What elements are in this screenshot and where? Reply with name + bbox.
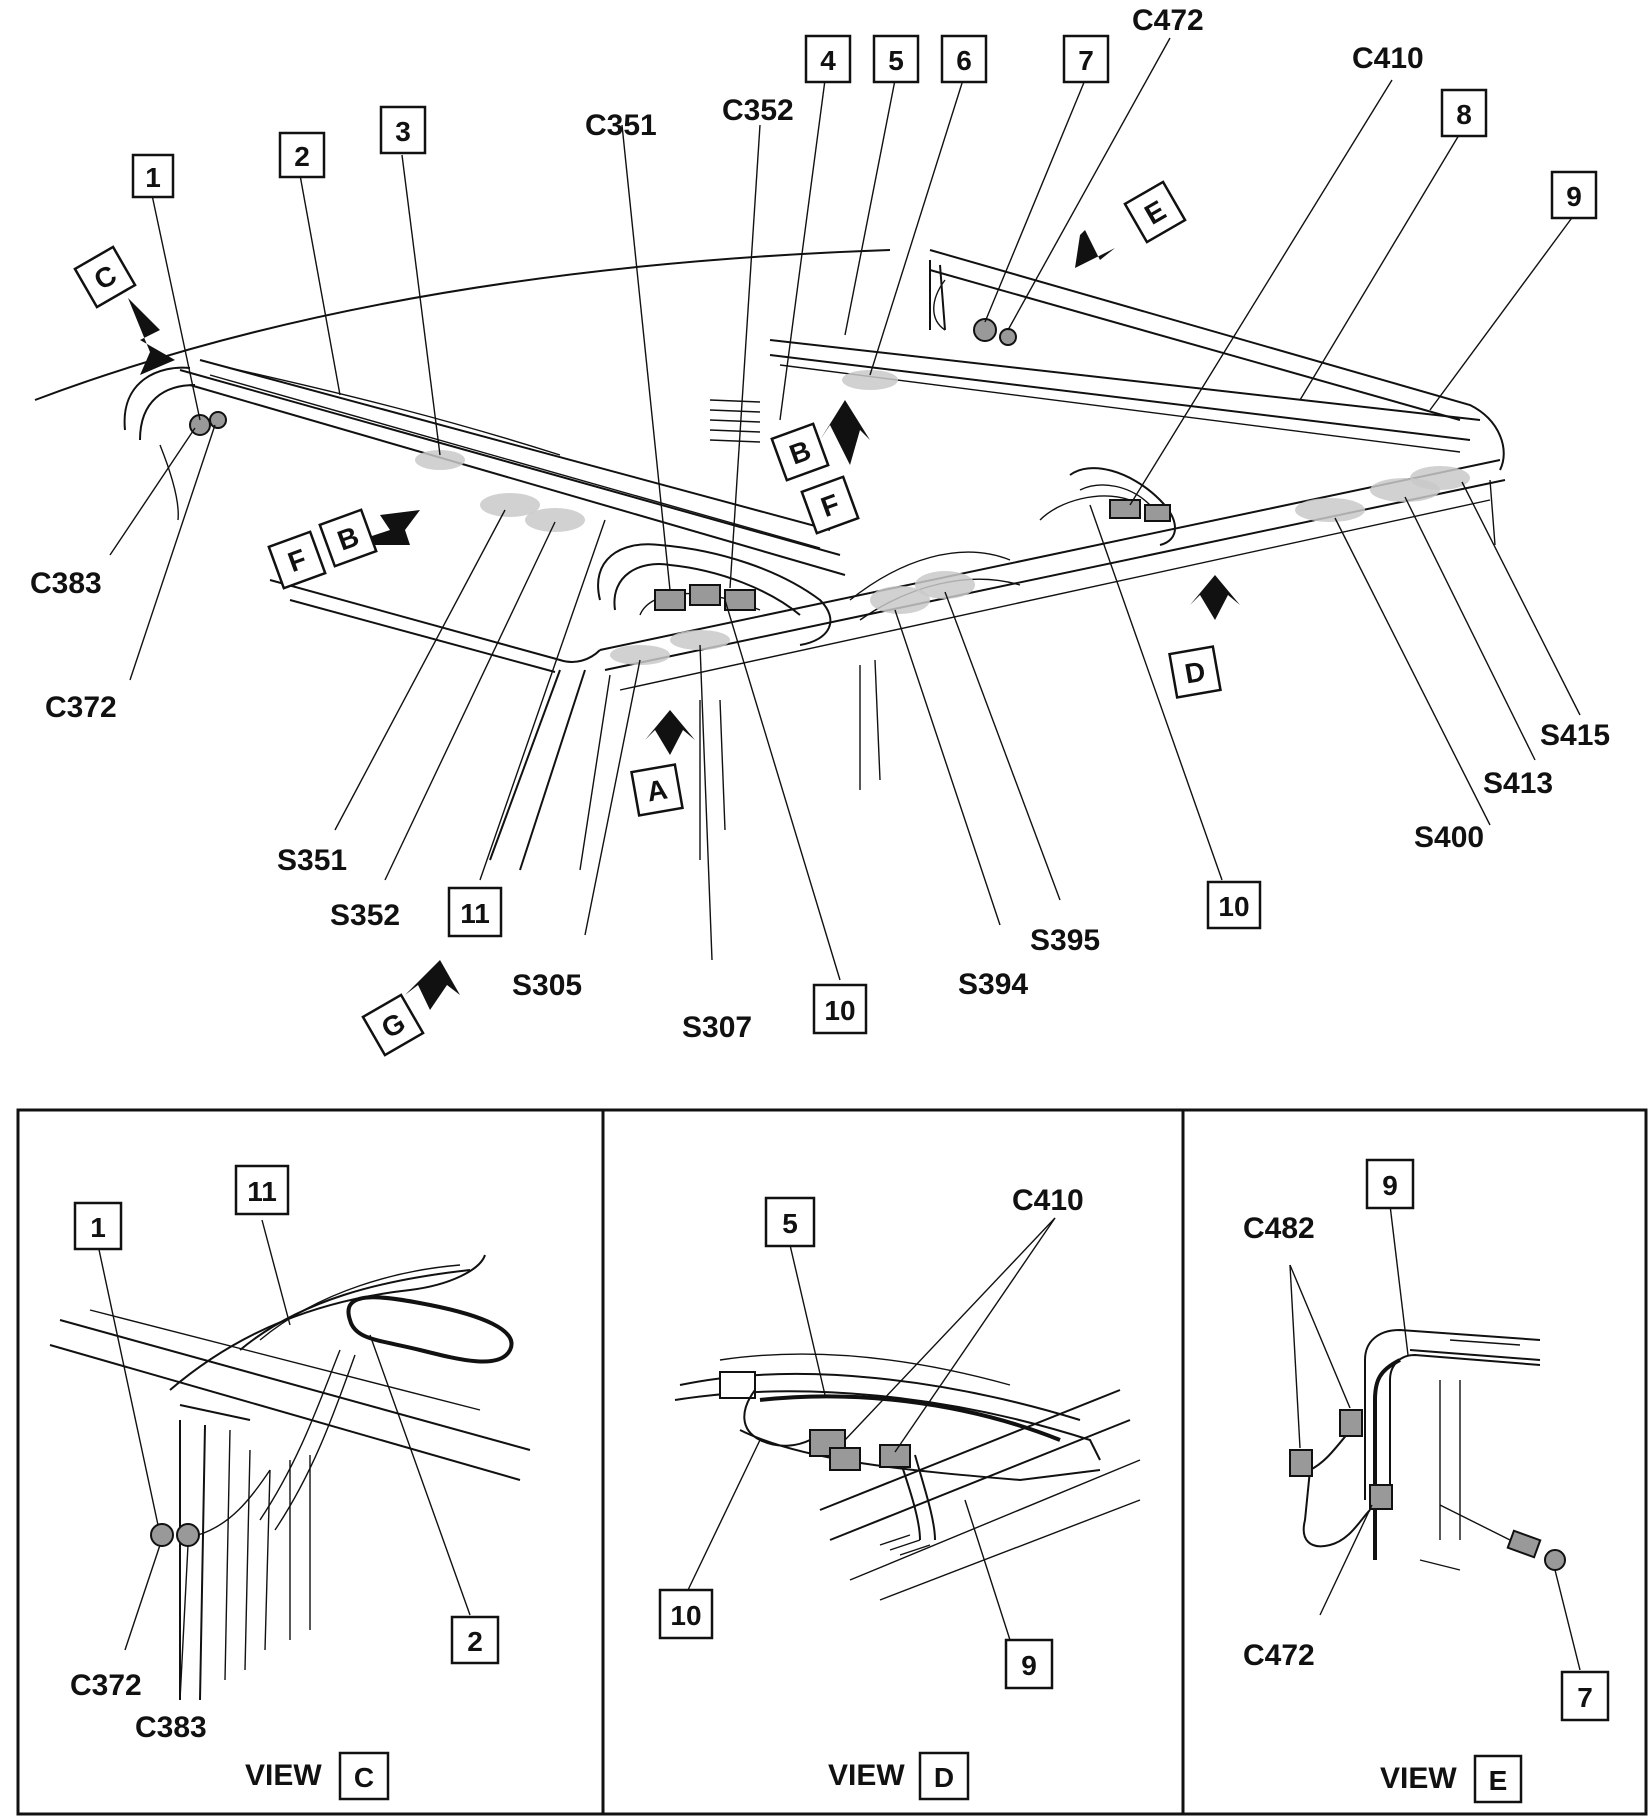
connector-c351-c352 <box>654 584 756 611</box>
view-c-title: VIEW <box>245 1759 322 1792</box>
view-e-letter: E <box>1489 1765 1508 1796</box>
view-letter-boxes: C B F B F E D <box>73 180 1222 1057</box>
view-e-panel: 9 7 C482 C472 VIEW E <box>1243 1158 1610 1804</box>
connector-c472 <box>973 318 1017 346</box>
view-c-num-2: 2 <box>467 1626 483 1657</box>
label-s351: S351 <box>277 844 347 877</box>
label-s415: S415 <box>1540 719 1610 752</box>
view-e-num-9: 9 <box>1382 1170 1398 1201</box>
num-3: 3 <box>395 116 411 147</box>
label-c383: C383 <box>30 567 102 600</box>
view-c-num-1: 1 <box>90 1212 106 1243</box>
label-s394: S394 <box>958 968 1028 1001</box>
view-c-letter: C <box>354 1762 374 1793</box>
label-s352: S352 <box>330 899 400 932</box>
view-c-label-c372: C372 <box>70 1669 142 1702</box>
view-d-label-c410: C410 <box>1012 1184 1084 1217</box>
splice-labels: S351 S352 S305 S307 S394 S395 S400 S413 … <box>277 719 1610 1044</box>
connector-labels: C472 C410 C352 C351 C383 C372 <box>30 4 1424 724</box>
label-c351: C351 <box>585 109 657 142</box>
leader-lines <box>109 37 1581 981</box>
num-1: 1 <box>145 162 161 193</box>
view-d-panel: 5 10 9 C410 VIEW D <box>658 1184 1141 1801</box>
num-5: 5 <box>888 45 904 76</box>
num-6: 6 <box>956 45 972 76</box>
num-4: 4 <box>820 45 836 76</box>
view-e-label-c472: C472 <box>1243 1639 1315 1672</box>
label-c372: C372 <box>45 691 117 724</box>
connector-c410 <box>1109 499 1171 522</box>
view-e-num-7: 7 <box>1577 1682 1593 1713</box>
label-c352: C352 <box>722 94 794 127</box>
view-d-num-9: 9 <box>1021 1650 1037 1681</box>
view-arrows <box>128 230 1240 1010</box>
view-e-title: VIEW <box>1380 1762 1457 1795</box>
detail-panels-frame <box>16 1108 1648 1816</box>
num-9: 9 <box>1566 181 1582 212</box>
view-d-num-5: 5 <box>782 1208 798 1239</box>
view-e-label-c482: C482 <box>1243 1212 1315 1245</box>
label-s305: S305 <box>512 969 582 1002</box>
number-boxes: 1 2 3 4 5 6 7 8 9 10 10 11 <box>131 34 1598 1035</box>
num-8: 8 <box>1456 99 1472 130</box>
view-c-panel: 1 11 2 C372 C383 VIEW C <box>49 1164 531 1801</box>
num-10-right: 10 <box>1218 891 1249 922</box>
connector-c383-c372 <box>189 411 227 436</box>
label-s413: S413 <box>1483 767 1553 800</box>
main-vehicle-view: 1 2 3 4 5 6 7 8 9 10 10 11 <box>30 4 1610 1057</box>
num-2: 2 <box>294 141 310 172</box>
num-10-center: 10 <box>824 995 855 1026</box>
view-c-label-c383: C383 <box>135 1711 207 1744</box>
view-d-letter: D <box>934 1762 954 1793</box>
view-d-title: VIEW <box>828 1759 905 1792</box>
label-c472: C472 <box>1132 4 1204 37</box>
view-c-num-11: 11 <box>247 1176 277 1207</box>
view-d-num-10: 10 <box>670 1600 701 1631</box>
num-7: 7 <box>1078 45 1094 76</box>
label-s400: S400 <box>1414 821 1484 854</box>
label-s307: S307 <box>682 1011 752 1044</box>
num-11: 11 <box>460 898 490 929</box>
label-c410: C410 <box>1352 42 1424 75</box>
label-s395: S395 <box>1030 924 1100 957</box>
